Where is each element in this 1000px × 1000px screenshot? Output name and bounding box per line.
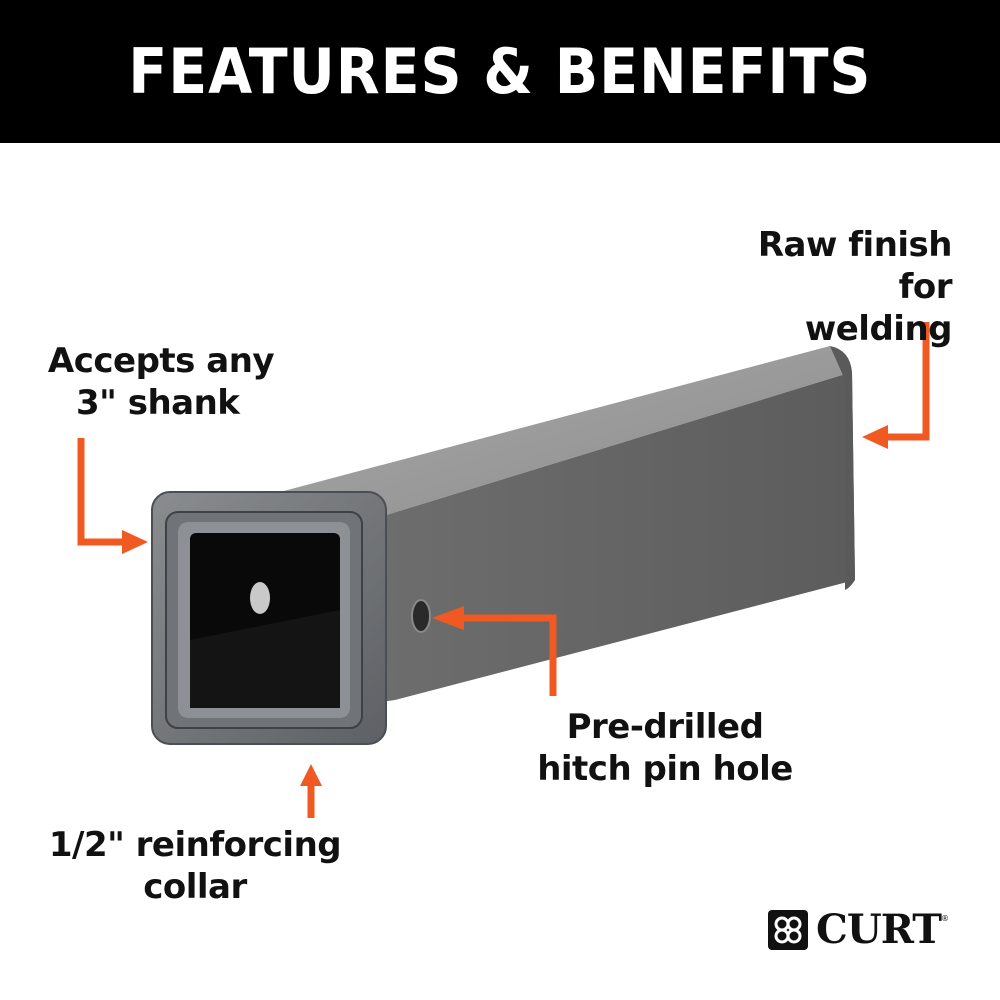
- callout-line: for welding: [804, 267, 953, 349]
- tube-side-face: [360, 372, 855, 705]
- callout-line: Accepts any: [47, 341, 275, 381]
- callout-line: collar: [143, 867, 247, 907]
- callout-line: hitch pin hole: [537, 749, 793, 789]
- arrow-raw-finish: [886, 322, 930, 441]
- curt-logo-text: CURT: [816, 906, 942, 953]
- registered-mark: ®: [941, 914, 950, 923]
- header-banner: FEATURES & BENEFITS: [0, 0, 1000, 143]
- callout-raw-finish: Raw finish for welding: [742, 224, 953, 350]
- tube-top-face: [280, 346, 852, 520]
- inner-pin-hole: [250, 582, 270, 614]
- callout-accepts-shank: Accepts any 3" shank: [36, 340, 286, 424]
- reinforcing-collar-shape: [151, 491, 387, 745]
- curt-logo: CURT ®: [768, 910, 949, 950]
- callout-reinforcing-collar: 1/2" reinforcing collar: [30, 824, 360, 908]
- side-pin-hole: [411, 599, 431, 633]
- callout-line: Pre-drilled: [566, 707, 764, 747]
- callout-line: 3" shank: [76, 383, 240, 423]
- arrow-accepts-shank: [77, 438, 124, 546]
- curt-logo-mark-icon: [768, 910, 808, 950]
- callout-line: Raw finish: [757, 225, 953, 265]
- banner-title: FEATURES & BENEFITS: [128, 35, 872, 108]
- arrow-hitch-pin: [462, 614, 557, 696]
- callout-hitch-pin-hole: Pre-drilled hitch pin hole: [520, 706, 810, 790]
- callout-line: 1/2" reinforcing: [48, 825, 342, 865]
